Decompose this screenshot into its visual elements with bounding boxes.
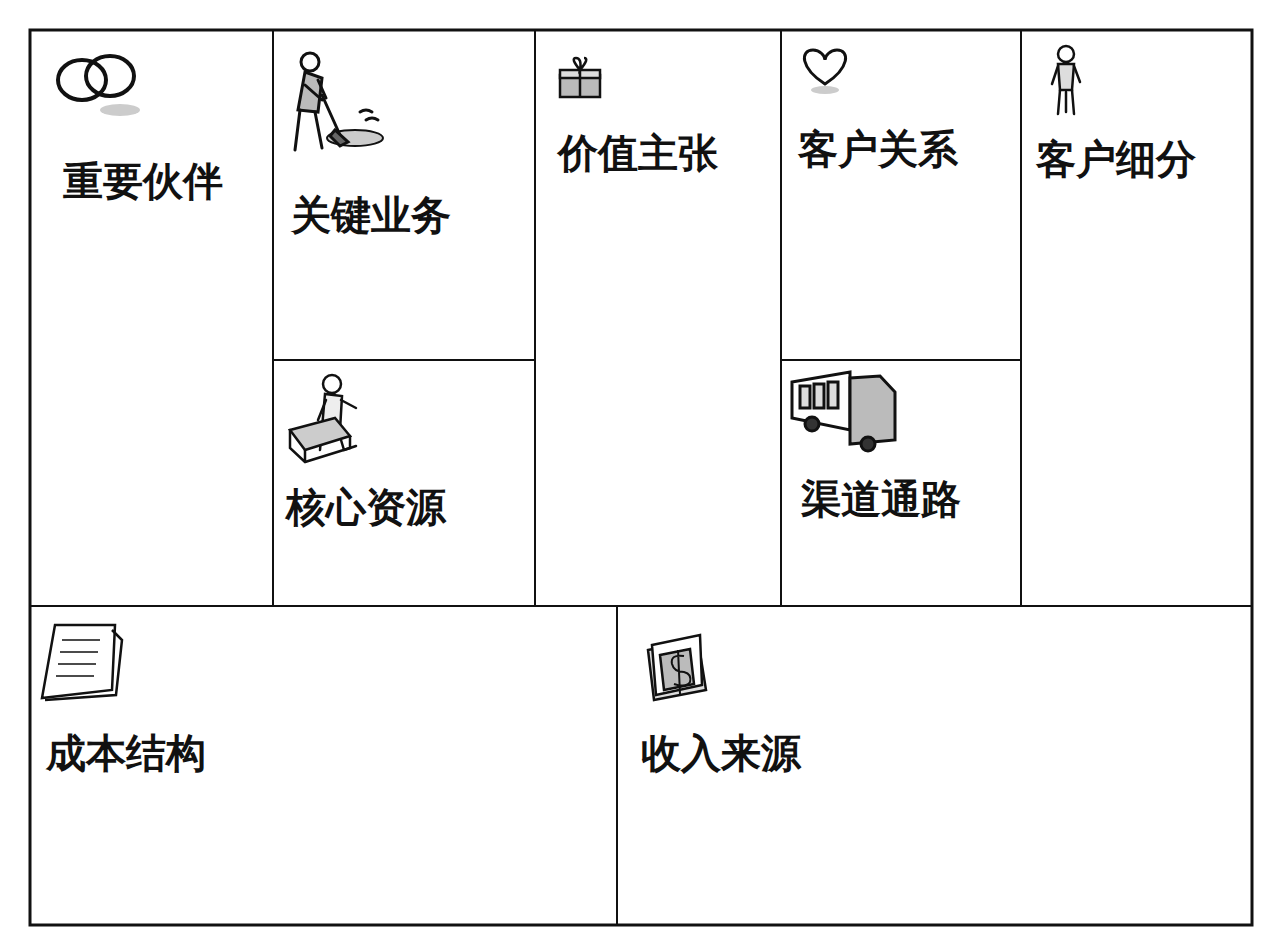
block-heading: 价值主张 (558, 129, 718, 177)
block-heading: 重要伙伴 (63, 157, 223, 205)
partners-box: 重要伙伴 (30, 30, 273, 606)
block-heading: 渠道通路 (801, 475, 961, 523)
rings-icon (58, 56, 140, 116)
segments-box: 客户细分 (1021, 30, 1252, 606)
activities-box: 关键业务 (273, 30, 535, 360)
block-heading: 客户关系 (798, 125, 958, 173)
gift-icon (560, 58, 600, 97)
block-heading: 关键业务 (291, 191, 451, 239)
block-heading: 核心资源 (286, 483, 446, 531)
money-icon (648, 635, 706, 700)
relationships-box: 客户关系 (781, 30, 1021, 360)
outer-frame (30, 30, 1252, 925)
revenue-box: 收入来源 (617, 606, 1252, 925)
paper-icon (42, 625, 122, 700)
person-with-chest-icon (290, 375, 356, 462)
block-heading: 成本结构 (46, 729, 206, 777)
block-heading: 收入来源 (641, 729, 801, 777)
heart-icon (804, 50, 845, 94)
cost-box: 成本结构 (30, 606, 617, 925)
digging-person-icon (295, 53, 383, 150)
channels-box: 渠道通路 (781, 360, 1021, 606)
value-box: 价值主张 (535, 30, 781, 606)
resources-box: 核心资源 (273, 360, 535, 606)
block-heading: 客户细分 (1036, 135, 1196, 183)
standing-person-icon (1052, 46, 1080, 114)
truck-icon (792, 372, 895, 451)
